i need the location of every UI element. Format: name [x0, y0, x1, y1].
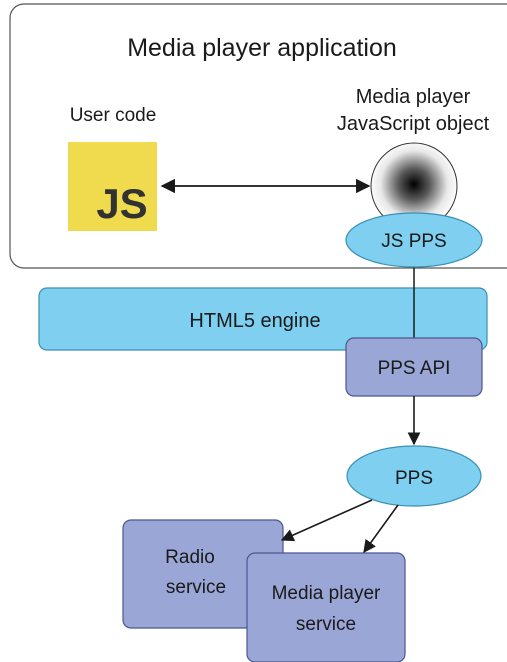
- media-player-service-label-line1: Media player: [272, 583, 381, 604]
- js-logo-background: [68, 142, 157, 231]
- pps-node: [346, 445, 482, 507]
- js-logo-text: JS: [96, 180, 147, 227]
- js-pps-label: JS PPS: [381, 231, 446, 252]
- pps-to-media-service-arrow: [363, 504, 399, 554]
- html5-engine-box: [38, 287, 488, 351]
- media-object-label-line1: Media player: [356, 86, 471, 108]
- media-object-label-line2: JavaScript object: [337, 113, 490, 135]
- app-title: Media player application: [127, 34, 397, 62]
- user-code-label: User code: [70, 105, 157, 126]
- media-player-service-box: [246, 552, 406, 662]
- radio-service-label-line1: Radio: [165, 547, 215, 568]
- js-pps-node: [345, 212, 483, 268]
- pps-label: PPS: [395, 468, 433, 489]
- pps-to-radio-arrow: [280, 499, 373, 542]
- html5-engine-label: HTML5 engine: [189, 310, 320, 332]
- js-logo-icon: JS: [68, 142, 157, 231]
- radio-service-label-line2: service: [166, 577, 226, 598]
- media-player-service-label-line2: service: [296, 614, 356, 635]
- pps-api-label: PPS API: [378, 358, 451, 379]
